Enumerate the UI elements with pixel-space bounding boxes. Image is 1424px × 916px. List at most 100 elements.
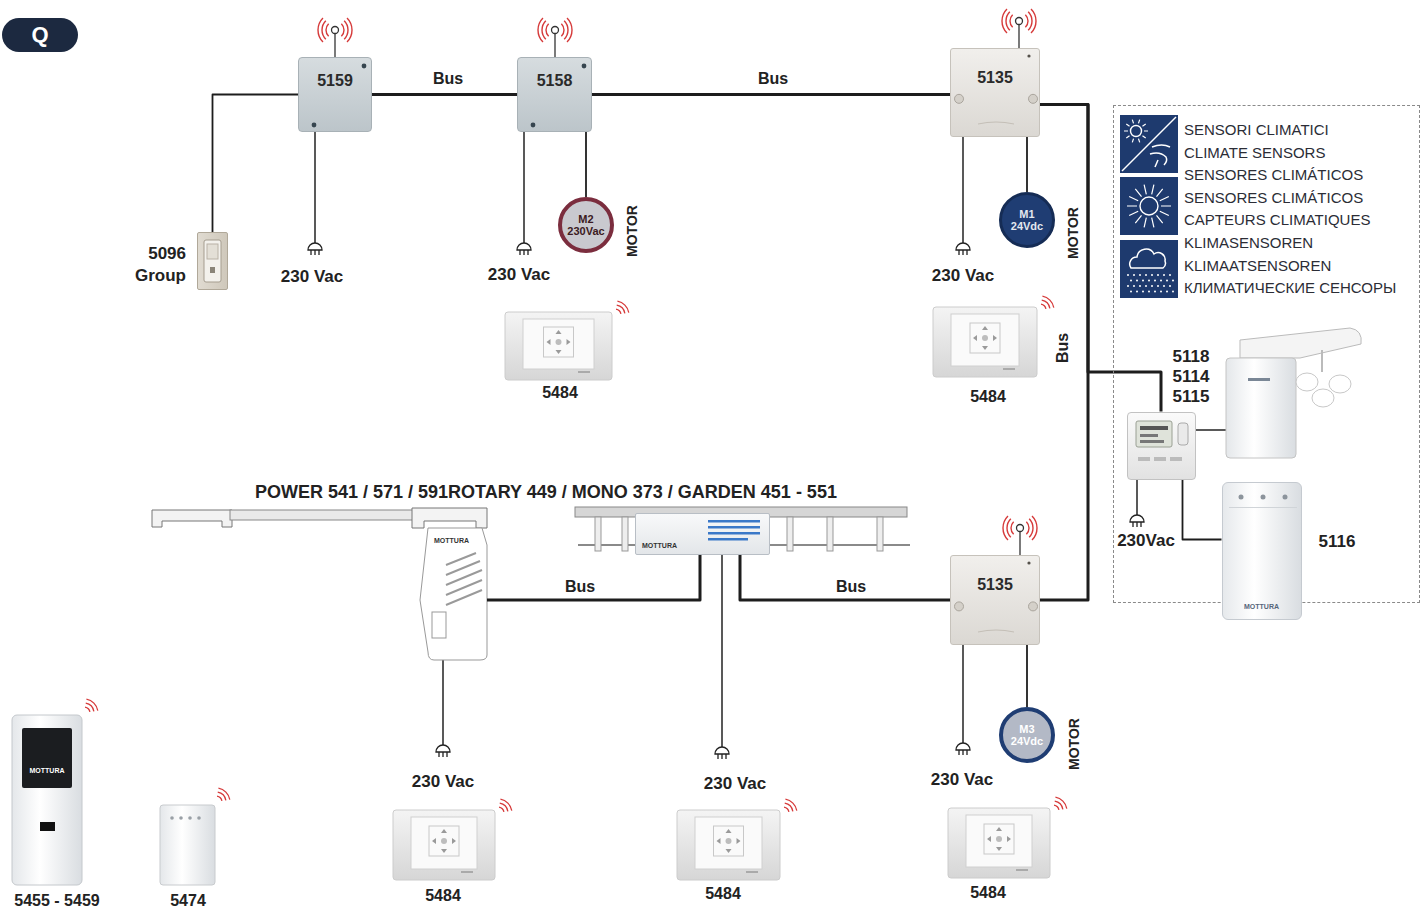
plug-symbol (308, 243, 322, 255)
wind-symbol (1150, 145, 1170, 167)
rotary-motor: MOTTURA (635, 513, 770, 555)
receiver-box: 5159 (298, 57, 372, 132)
connector-line (1183, 480, 1222, 540)
radio-wave (1002, 9, 1036, 33)
actuator-latch (432, 612, 446, 638)
part-label: 230 Vac (931, 770, 993, 790)
radio-wave (1055, 801, 1063, 809)
wall-remote-face (411, 817, 477, 869)
node-detail-shape (1027, 561, 1030, 564)
wall-remote-face (695, 817, 762, 869)
wall-remote-pad (429, 826, 459, 856)
wind-sensor-unit: 5116MOTTURA (1222, 482, 1302, 620)
rain-drop (1127, 274, 1129, 276)
section-badge: Q (2, 18, 78, 52)
wall-remote-logo (1003, 368, 1015, 370)
rain-drop (1148, 280, 1150, 282)
climate-controller: 5118 5114 5115 (1127, 412, 1196, 480)
antenna-tip (552, 27, 559, 34)
node-text: SENSORES CLIMÁTICOS (1184, 189, 1363, 206)
sensor-logo (1248, 378, 1270, 381)
actuator-body (420, 528, 487, 660)
radio-wave (1042, 296, 1053, 307)
rod-bracket (787, 517, 793, 551)
connector-label: Bus (430, 70, 466, 88)
node-text: MOTTURA (642, 542, 677, 549)
connector-label: Bus (1054, 330, 1072, 366)
group-switch: 5096 Group (197, 232, 228, 290)
node-text: MOTOR (1065, 207, 1081, 259)
radio-wave (218, 792, 226, 800)
node-text: SENSORES CLIMÁTICOS (1184, 166, 1363, 183)
node-detail-shape (708, 526, 760, 529)
node-detail-shape (1154, 457, 1166, 461)
rain-drop (1145, 285, 1147, 287)
connector-label: Bus (755, 70, 791, 88)
handheld-remote (12, 715, 82, 885)
node-detail (636, 514, 771, 556)
rain-drop (1142, 280, 1144, 282)
node-detail (951, 556, 1041, 646)
connector-line (1026, 137, 1028, 192)
wall-remote-arrows (987, 827, 1011, 851)
plug-symbol (715, 747, 729, 759)
radio-wave (1041, 304, 1046, 309)
part-label: 230 Vac (412, 772, 474, 792)
wall-remote-button (726, 838, 732, 844)
connector-line (372, 93, 517, 96)
antenna-mast (1018, 25, 1019, 49)
wall-remote-button (556, 339, 562, 345)
antenna-tip (1017, 525, 1024, 532)
node-text: MOTTURA (434, 537, 469, 544)
anemometer-cup (1296, 373, 1318, 391)
wall-remote-arrows (973, 326, 997, 350)
rain-drop (1142, 291, 1144, 293)
node-detail-shape (708, 532, 760, 535)
power-wire (962, 137, 964, 243)
node-detail-shape (1178, 423, 1188, 445)
node-detail (518, 58, 593, 133)
climate-sensor-panel: SENSORI CLIMATICICLIMATE SENSORSSENSORES… (1113, 105, 1420, 603)
handheld-display (22, 728, 72, 788)
rain-drop (1136, 291, 1138, 293)
node-text: КЛИМАТИЧЕСКИЕ СЕНСОРЫ (1184, 279, 1396, 296)
radio-wave (326, 24, 344, 37)
rain-drop (1160, 291, 1162, 293)
rain-drop (1127, 285, 1129, 287)
node-detail-shape (1138, 457, 1150, 461)
plug-symbol (436, 745, 450, 757)
radio-wave (616, 309, 621, 314)
anemometer-cup (1329, 375, 1351, 393)
rod-bracket (595, 517, 601, 551)
part-label: 230 Vac (704, 774, 766, 794)
wall-remote-face (951, 314, 1019, 366)
node-text: 5135 (977, 69, 1013, 87)
radio-wave (500, 799, 511, 810)
rain-drop (1169, 285, 1171, 287)
wall-remote-button (982, 335, 988, 341)
node-detail-shape (978, 122, 1014, 124)
plug-symbol (517, 243, 531, 255)
radio-wave (538, 18, 572, 42)
node-text: MOTOR (624, 205, 640, 257)
node-detail (951, 49, 1041, 138)
radio-wave (218, 788, 229, 799)
anemometer-shaft (1321, 350, 1323, 372)
actuator-stripes (446, 553, 482, 605)
node-detail-shape (1140, 434, 1158, 437)
radio-wave (322, 21, 348, 39)
sensor-arm (1240, 328, 1361, 358)
node-detail (1223, 483, 1303, 621)
wall-remote-arrows (717, 829, 741, 853)
rain-drop (1151, 274, 1153, 276)
radio-wave (546, 24, 564, 37)
rain-drop (1133, 285, 1135, 287)
sensor-wire (1196, 429, 1226, 431)
wall-remote-pad (984, 824, 1014, 854)
rain-drop (1169, 274, 1171, 276)
receiver-box: 5158 (517, 57, 592, 132)
rod-bracket (877, 517, 883, 551)
node-text: KLIMASENSOREN (1184, 234, 1313, 251)
connector-line (592, 93, 950, 96)
connector-line (585, 132, 587, 197)
